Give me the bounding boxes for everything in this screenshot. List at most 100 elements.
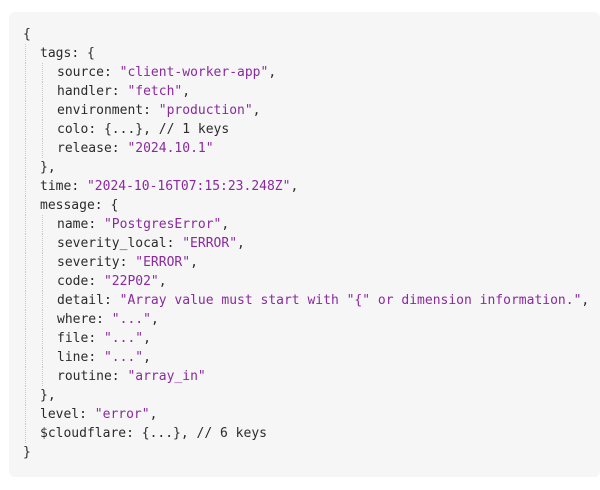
json-punctuation: },	[40, 388, 56, 403]
json-line-content: detail: "Array value must start with "{"…	[57, 291, 589, 310]
indent-guide	[42, 253, 43, 272]
indent-guide	[42, 82, 43, 101]
json-code-block: {tags: {source: "client-worker-app",hand…	[9, 25, 600, 462]
indent-guide	[25, 234, 26, 253]
json-key: file	[57, 331, 89, 346]
json-punctuation: :	[79, 407, 95, 422]
json-comment: // 1 keys	[158, 122, 230, 137]
json-punctuation: :	[103, 65, 120, 80]
json-line: source: "client-worker-app",	[9, 63, 600, 82]
json-string-value: "..."	[103, 331, 144, 346]
json-line-content: severity_local: "ERROR",	[57, 234, 245, 253]
json-punctuation: ,	[143, 350, 151, 365]
indent-guide	[25, 348, 26, 367]
json-key: $cloudflare	[40, 426, 127, 441]
indent-guide	[42, 367, 43, 386]
indent-guide	[42, 348, 43, 367]
json-punctuation: ,	[221, 217, 230, 232]
json-string-value: "2024-10-16T07:15:23.248Z"	[86, 179, 291, 194]
json-line: },	[9, 386, 600, 405]
indent-guide	[25, 291, 26, 310]
json-line: code: "22P02",	[9, 272, 600, 291]
json-line-content: file: "...",	[57, 329, 151, 348]
json-line: name: "PostgresError",	[9, 215, 600, 234]
json-key: release	[57, 141, 112, 156]
json-punctuation: ,	[190, 255, 198, 270]
indent-guide	[25, 82, 26, 101]
indent-guide	[25, 424, 26, 443]
indent-guide	[42, 101, 43, 120]
json-string-value: "ERROR"	[135, 255, 191, 270]
json-punctuation: :	[119, 255, 136, 270]
json-key: where	[57, 312, 97, 327]
json-line-content: level: "error",	[40, 405, 157, 424]
json-line-content: handler: "fetch",	[57, 82, 190, 101]
indent-guide	[25, 405, 26, 424]
json-punctuation: :	[103, 293, 120, 308]
json-line-content: release: "2024.10.1"	[57, 139, 214, 158]
json-line-content: name: "PostgresError",	[57, 215, 229, 234]
indent-guide	[25, 101, 26, 120]
json-string-value: "22P02"	[103, 274, 159, 289]
indent-guide	[25, 253, 26, 272]
json-string-value: "fetch"	[127, 84, 183, 99]
json-punctuation: ,	[158, 274, 167, 289]
json-line: time: "2024-10-16T07:15:23.248Z",	[9, 177, 600, 196]
indent-guide	[42, 234, 43, 253]
json-line-content: where: "...",	[57, 310, 159, 329]
json-line: environment: "production",	[9, 101, 600, 120]
json-key: level	[40, 407, 80, 422]
json-line-content: }	[23, 443, 31, 462]
json-line: routine: "array_in"	[9, 367, 600, 386]
json-key: source	[57, 65, 104, 80]
json-punctuation: :	[166, 236, 183, 251]
indent-guide	[25, 215, 26, 234]
json-line-content: time: "2024-10-16T07:15:23.248Z",	[40, 177, 298, 196]
json-key: code	[57, 274, 89, 289]
indent-guide	[25, 329, 26, 348]
json-line-content: environment: "production",	[57, 101, 261, 120]
indent-guide	[25, 44, 26, 63]
json-line: line: "...",	[9, 348, 600, 367]
indent-guide	[42, 272, 43, 291]
indent-guide	[42, 120, 43, 139]
indent-guide	[25, 120, 26, 139]
indent-guide	[42, 310, 43, 329]
json-line-content: },	[40, 158, 56, 177]
json-key: message	[40, 198, 95, 213]
json-punctuation: : {	[94, 198, 119, 213]
json-punctuation: :	[96, 312, 112, 327]
indent-guide	[25, 367, 26, 386]
json-line-content: severity: "ERROR",	[57, 253, 198, 272]
json-line-content: },	[40, 386, 56, 405]
json-line: handler: "fetch",	[9, 82, 600, 101]
indent-guide	[42, 63, 43, 82]
json-line: message: {	[9, 196, 600, 215]
json-line: {	[9, 25, 600, 44]
json-line: where: "...",	[9, 310, 600, 329]
json-line-content: message: {	[40, 196, 118, 215]
json-key: time	[40, 179, 72, 194]
json-punctuation: : {...},	[88, 122, 159, 137]
json-punctuation: : {...},	[126, 426, 197, 441]
json-string-value: "array_in"	[127, 369, 206, 384]
json-punctuation: ,	[150, 312, 159, 327]
json-line-content: routine: "array_in"	[57, 367, 206, 386]
indent-guide	[25, 63, 26, 82]
indent-guide	[25, 139, 26, 158]
json-line: colo: {...}, // 1 keys	[9, 120, 600, 139]
json-punctuation: ,	[149, 407, 158, 422]
json-key: detail	[57, 293, 104, 308]
json-line-content: $cloudflare: {...}, // 6 keys	[40, 424, 267, 443]
json-punctuation: ,	[143, 331, 151, 346]
json-punctuation: }	[23, 445, 31, 460]
json-string-value: "ERROR"	[182, 236, 238, 251]
indent-guide	[25, 310, 26, 329]
json-string-value: "error"	[94, 407, 150, 422]
indent-guide	[25, 177, 26, 196]
json-punctuation: ,	[237, 236, 245, 251]
json-key: handler	[57, 84, 112, 99]
json-string-value: "production"	[158, 103, 253, 118]
json-line-content: line: "...",	[57, 348, 151, 367]
json-key: routine	[57, 369, 112, 384]
